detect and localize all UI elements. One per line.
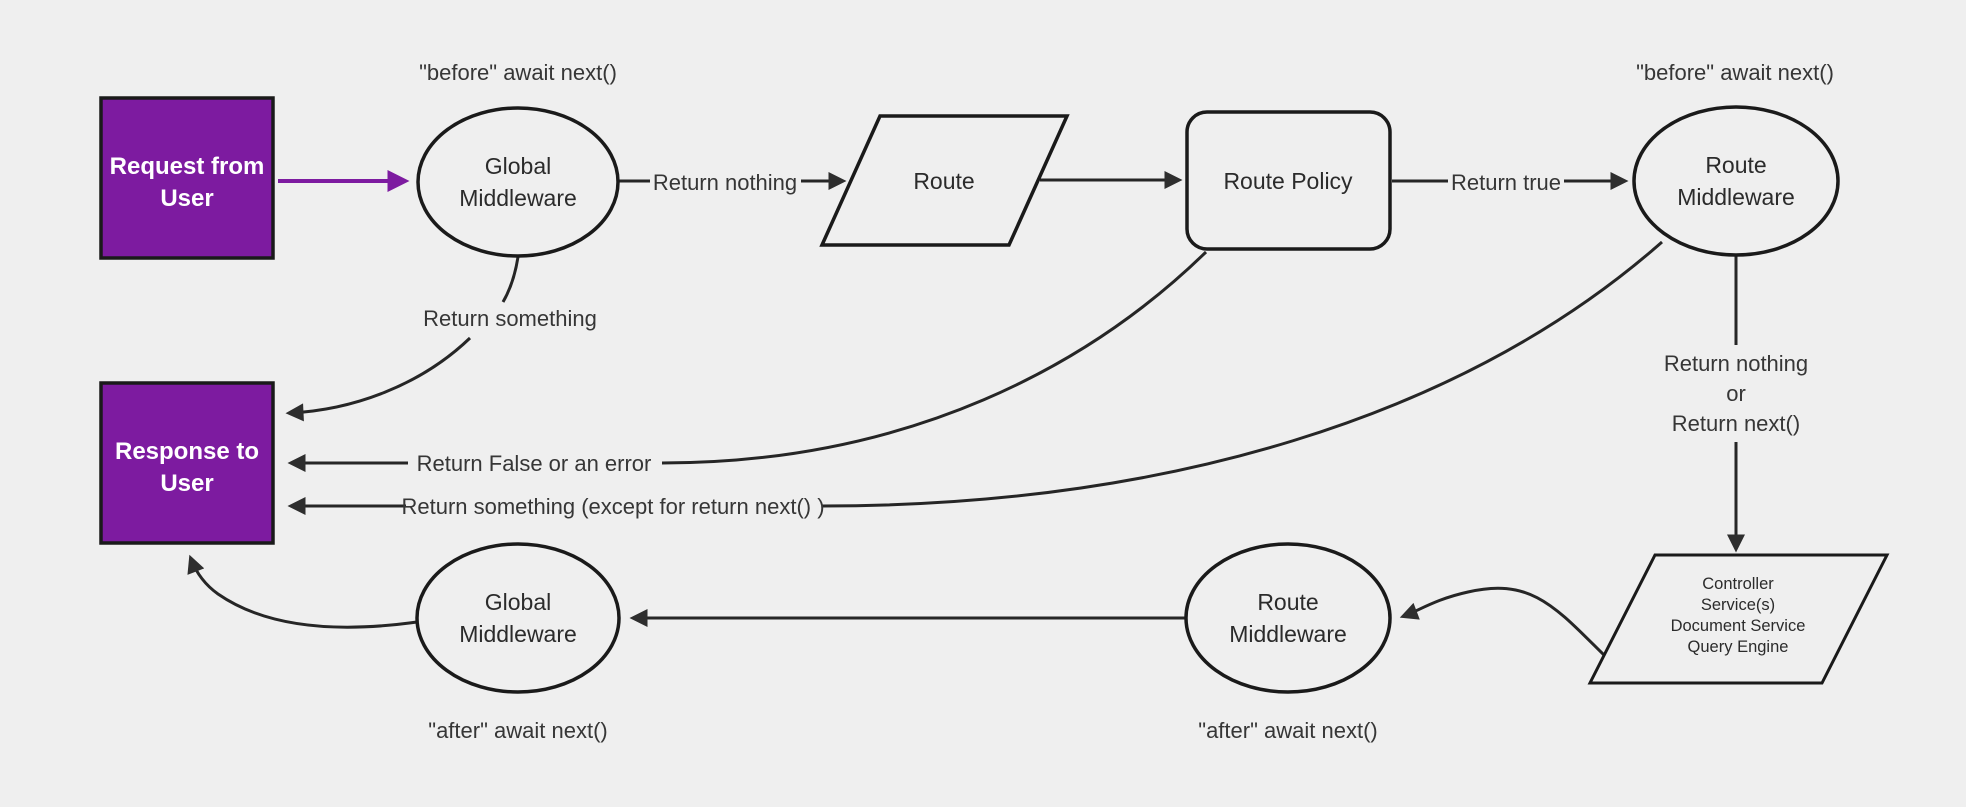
route-middleware-bottom-label-line1: Route [1257,589,1318,615]
route-middleware-top-label-line1: Route [1705,152,1766,178]
response-to-user-box [99,381,275,545]
return-true-label: Return true [1451,170,1561,195]
global-middleware-top-node [416,106,620,258]
return-nothing-label: Return nothing [653,170,797,195]
route-policy-label: Route Policy [1223,168,1353,194]
request-box-label-line2: User [160,185,213,212]
before-await-next-route-label: "before" await next() [1636,60,1834,85]
edge-route-middleware-to-return-something-except-label [821,240,1663,508]
before-await-next-global-label: "before" await next() [419,60,617,85]
global-middleware-top-label-line1: Global [485,153,551,179]
controller-label-line3: Document Service [1671,617,1806,635]
edge-route-policy-to-return-false-label [661,250,1208,465]
controller-label-line2: Service(s) [1701,596,1775,614]
return-something-except-label: Return something (except for return next… [401,494,824,519]
route-node-label: Route [913,168,974,194]
after-await-next-global-label: "after" await next() [428,718,607,743]
global-middleware-bottom-label-line2: Middleware [459,621,577,647]
global-middleware-bottom-node [415,542,621,694]
return-nothing-or-label-line2: or [1726,381,1746,406]
global-middleware-bottom-label-line1: Global [485,589,551,615]
route-middleware-bottom-label-line2: Middleware [1229,621,1347,647]
controller-services-node [1587,553,1890,685]
response-box-label-line2: User [160,470,213,497]
route-policy-node [1185,110,1392,251]
edge-global-middleware-bottom-to-response [187,554,418,629]
return-something-label: Return something [423,306,597,331]
request-from-user-box [99,96,275,260]
return-nothing-or-label-line1: Return nothing [1664,351,1808,376]
return-false-or-error-label: Return False or an error [417,451,652,476]
route-middleware-bottom-node [1184,542,1392,694]
edge-return-something-label-to-response [285,336,472,422]
global-middleware-top-label-line2: Middleware [459,185,577,211]
controller-label-line1: Controller [1702,575,1774,593]
return-nothing-or-label-line3: Return next() [1672,411,1800,436]
edge-global-middleware-to-return-something-label [501,256,520,303]
edge-controller-to-route-middleware-bottom [1399,586,1608,659]
controller-label-line4: Query Engine [1688,638,1789,656]
route-node [819,114,1070,247]
route-middleware-top-label-line2: Middleware [1677,184,1795,210]
request-box-label-line1: Request from [110,153,265,180]
response-box-label-line1: Response to [115,438,259,465]
after-await-next-route-label: "after" await next() [1198,718,1377,743]
route-middleware-top-node [1632,105,1840,257]
